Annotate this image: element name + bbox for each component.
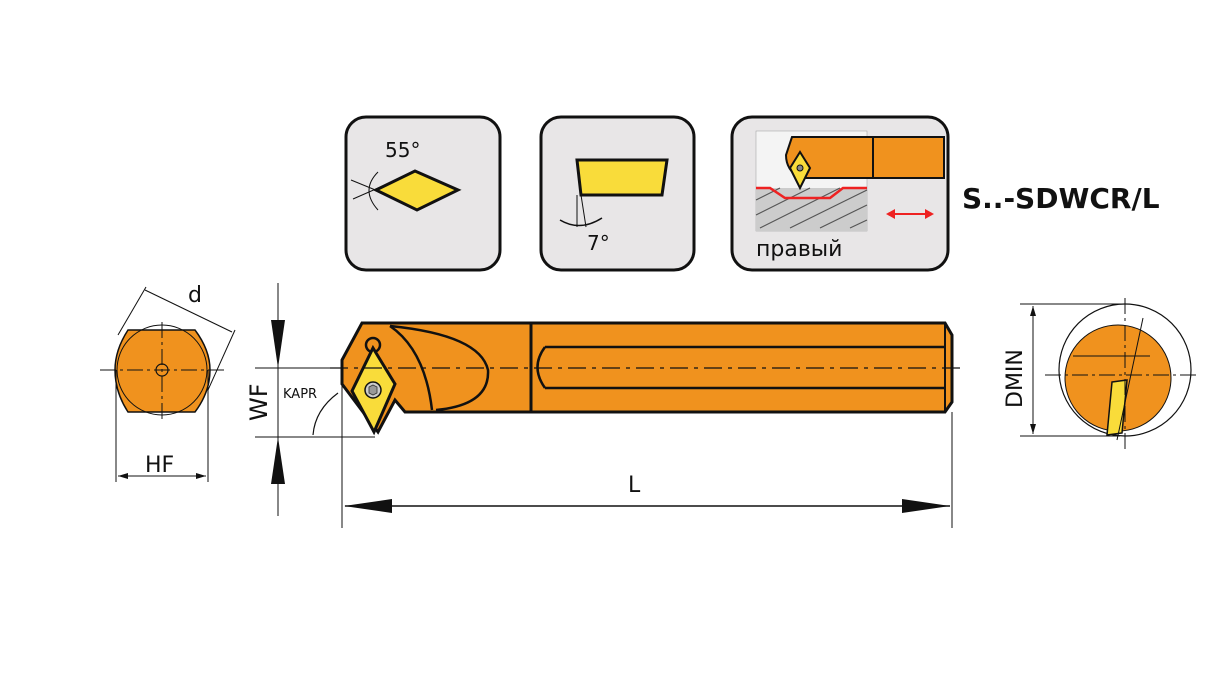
- hand-label: правый: [756, 237, 842, 262]
- product-title: S..-SDWCR/L: [962, 182, 1160, 215]
- insert-angle-label: 55°: [385, 138, 420, 162]
- end-view-right: DMIN: [1003, 298, 1200, 450]
- dim-d-label: d: [188, 283, 202, 308]
- dim-kapr-label: KAPR: [283, 387, 317, 402]
- tool-holder-side-view: [330, 321, 960, 436]
- boring-direction-icon: правый: [730, 115, 950, 272]
- end-view-left: d HF: [100, 283, 236, 482]
- dim-hf-label: HF: [145, 453, 174, 478]
- insert-angle-icon: 55°: [344, 115, 502, 272]
- clearance-angle-icon: 7°: [539, 115, 696, 272]
- clearance-angle-label: 7°: [587, 231, 610, 255]
- dim-wf-label: WF: [245, 383, 273, 421]
- dim-l-label: L: [628, 473, 641, 498]
- dim-dmin-label: DMIN: [1003, 349, 1028, 408]
- dimension-lines: WF KAPR L: [245, 283, 953, 528]
